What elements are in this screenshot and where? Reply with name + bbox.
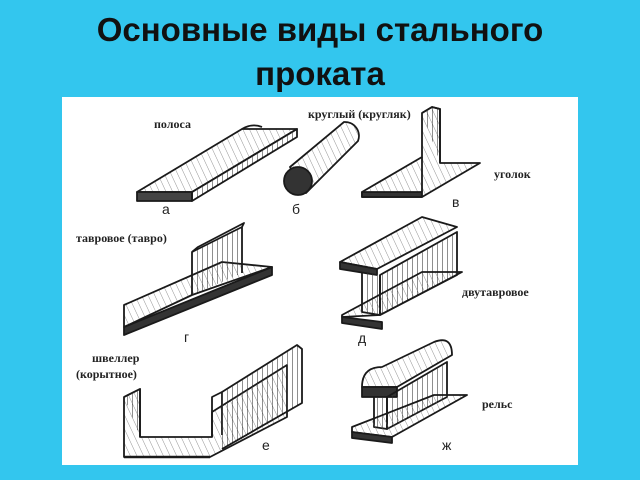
title-line-2: проката	[255, 55, 385, 92]
label-channel: швеллер	[92, 351, 140, 365]
label-ibeam: двутавровое	[462, 285, 529, 299]
letter-round: б	[292, 201, 301, 217]
label-strip: полоса	[154, 117, 191, 131]
ibeam-profile-icon	[339, 216, 463, 330]
page-title: Основные виды стального проката	[0, 8, 640, 96]
round-profile-icon	[283, 121, 360, 196]
strip-profile-icon	[136, 124, 298, 202]
title-line-1: Основные виды стального	[96, 11, 544, 48]
profiles-illustration-panel: полоса а круглый (кругляк) б уголок в та…	[62, 97, 578, 465]
letter-rail: ж	[442, 437, 452, 453]
label-rail: рельс	[482, 397, 513, 411]
rail-profile-icon	[351, 339, 468, 444]
letter-channel: е	[262, 437, 270, 453]
channel-profile-icon	[123, 344, 303, 459]
letter-tee: г	[184, 329, 190, 345]
label-angle: уголок	[494, 167, 531, 181]
tee-profile-icon	[123, 222, 273, 336]
profiles-drawing	[123, 106, 481, 459]
label-channel-alt: (корытное)	[76, 367, 137, 381]
letter-angle: в	[452, 194, 460, 210]
label-round: круглый (кругляк)	[308, 107, 411, 121]
letter-ibeam: д	[358, 330, 367, 346]
letter-strip: а	[162, 201, 170, 217]
angle-profile-icon	[361, 106, 481, 198]
label-tee: тавровое (тавро)	[76, 231, 167, 245]
